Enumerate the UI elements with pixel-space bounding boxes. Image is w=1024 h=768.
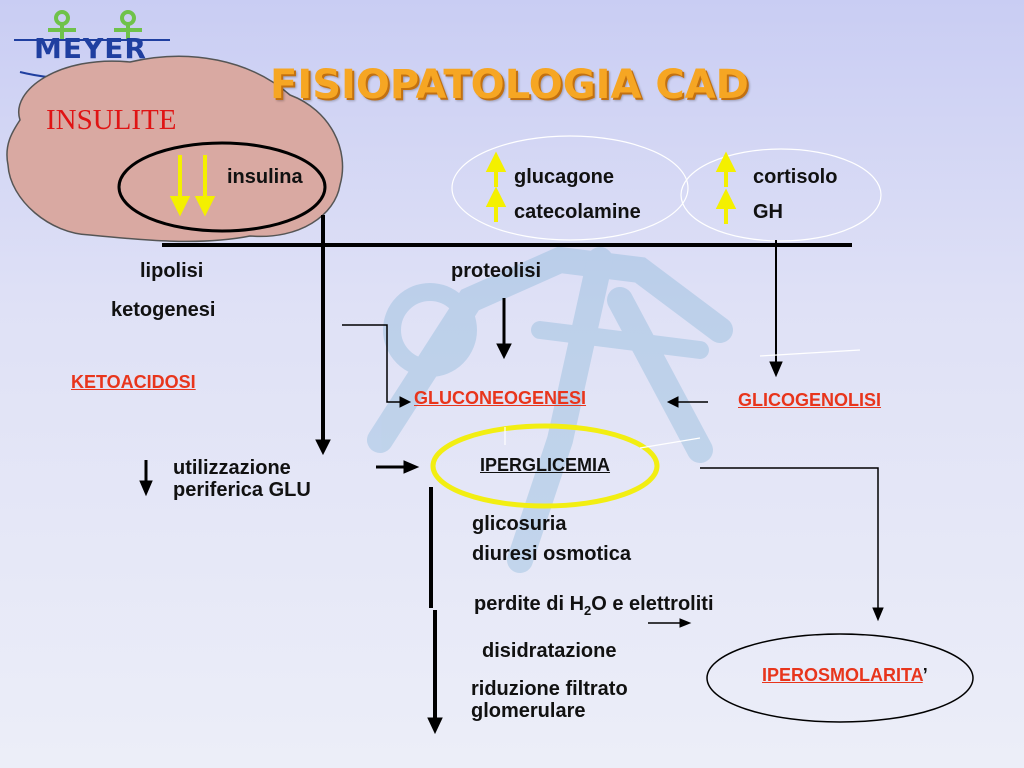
iperosmolarita-connector [700,467,884,622]
gluconeogenesi-label: GLUCONEOGENESI [414,388,587,408]
white-connector-3 [759,349,861,357]
gh-label: GH [753,201,783,223]
cortisolo-arrow [769,240,783,378]
cortisolo-label: cortisolo [753,166,838,188]
perdite-arrow [648,618,692,628]
riduzione-label-line1: riduzione filtrato [471,678,628,700]
ketoacidosi-label: KETOACIDOSI [71,372,196,392]
iperglicemia-label: IPERGLICEMIA [480,455,611,475]
disidratazione-label: disidratazione [482,640,617,662]
disidratazione-arrow [427,610,443,735]
insulina-label: insulina [227,166,303,188]
diuresi-label: diuresi osmotica [472,543,631,565]
iperglicemia-ellipse [430,423,660,509]
ketogenesi-connector [342,324,412,408]
utilizzazione-down-arrow-icon [139,460,153,497]
insulite-label: INSULITE [46,104,177,136]
iperosmolarita-text: IPEROSMOLARITA [762,665,923,685]
proteolisi-label: proteolisi [451,260,542,282]
iperosmolarita-suffix: ’ [922,665,928,685]
glucagone-ellipse [451,135,689,241]
ketogenesi-label: ketogenesi [111,299,216,321]
glicosuria-label: glicosuria [472,513,567,535]
insulina-down-arrows-icon [169,155,216,217]
perdite-label: perdite di H2O e elettroliti [474,593,714,618]
logo-text: MEYER [34,32,147,65]
white-connector [639,437,701,449]
catecolamine-label: catecolamine [514,201,641,223]
lipolisi-label: lipolisi [140,260,204,282]
glicogenolisi-label: GLICOGENOLISI [738,390,882,410]
glicogenolisi-connector [666,396,708,408]
utilizzazione-label-line1: utilizzazione [173,457,291,479]
insulina-ellipse [117,141,327,233]
iperosmolarita-label: IPEROSMOLARITA’ [762,664,928,687]
perdite-label-post: O e elettroliti [591,593,714,615]
iperosmolarita-ellipse [706,633,974,723]
page-title: FISIOPATOLOGIA CAD [270,62,749,108]
riduzione-label-line2: glomerulare [471,700,586,722]
hormone-up-arrows-icon [485,151,737,224]
glucagone-label: glucagone [514,166,615,188]
perdite-label-pre: perdite di H [474,593,585,615]
cortisolo-ellipse [680,148,882,242]
utilizzazione-label-line2: periferica GLU [173,479,311,501]
perdite-label-sub: 2 [584,603,592,618]
proteolisi-arrow [496,298,512,360]
utilizzazione-arrow [376,460,420,474]
watermark-figure [367,246,733,573]
insulina-main-arrow [315,215,331,456]
